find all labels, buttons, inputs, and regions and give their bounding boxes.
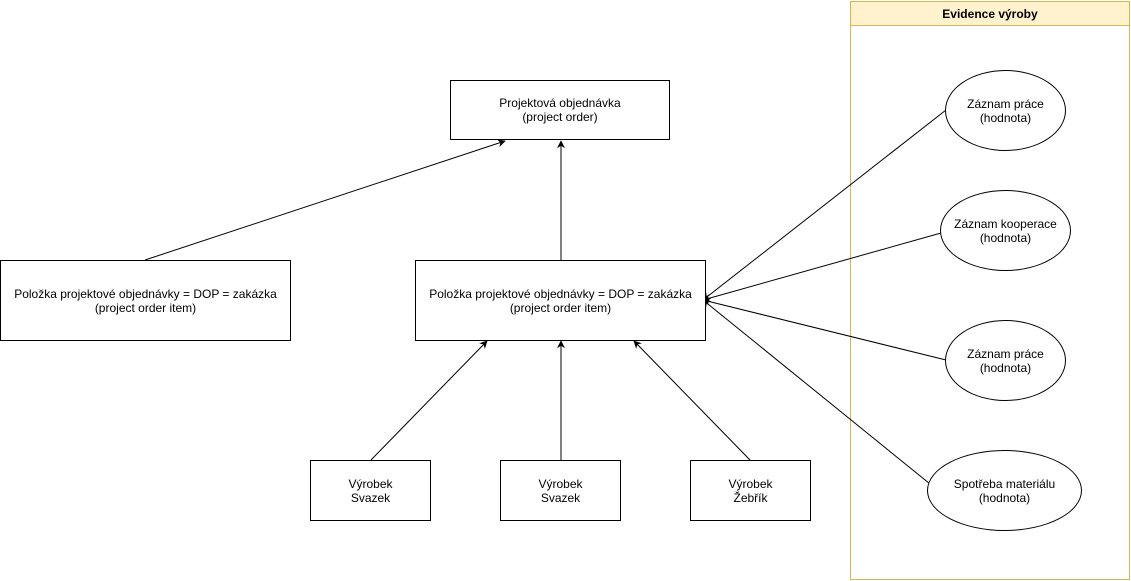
edge-work-record-1-to-center-item[interactable] bbox=[702, 109, 947, 301]
edge-material-consumption-to-center-item[interactable] bbox=[702, 299, 936, 489]
material-consumption-title: Spotřeba materiálu bbox=[953, 476, 1056, 491]
product-2-type: Výrobek bbox=[538, 476, 583, 491]
material-consumption-value: (hodnota) bbox=[978, 490, 1031, 505]
work-record-1-title: Záznam práce bbox=[967, 96, 1044, 111]
product-1-type: Výrobek bbox=[348, 476, 393, 491]
cooperation-record-ellipse[interactable]: Záznam kooperace (hodnota) bbox=[940, 190, 1071, 271]
work-record-1-value: (hodnota) bbox=[979, 110, 1032, 125]
product-1-name: Svazek bbox=[350, 490, 391, 505]
work-record-ellipse-1[interactable]: Záznam práce (hodnota) bbox=[945, 70, 1066, 151]
product-2-name: Svazek bbox=[540, 490, 581, 505]
work-record-2-title: Záznam práce bbox=[967, 346, 1044, 361]
edge-cooperation-record-to-center-item[interactable] bbox=[702, 232, 942, 302]
material-consumption-ellipse[interactable]: Spotřeba materiálu (hodnota) bbox=[927, 450, 1082, 531]
edge-work-record-2-to-center-item[interactable] bbox=[702, 297, 947, 361]
edge-product-3-to-center-item[interactable] bbox=[633, 340, 751, 461]
project-order-box[interactable]: Projektová objednávka (project order) bbox=[450, 80, 670, 140]
project-order-item-left-subtitle: (project order item) bbox=[94, 300, 197, 315]
edge-left-item-to-project-order[interactable] bbox=[144, 139, 506, 261]
work-record-ellipse-2[interactable]: Záznam práce (hodnota) bbox=[945, 320, 1066, 401]
product-3-name: Žebřík bbox=[733, 490, 768, 505]
product-box-2[interactable]: Výrobek Svazek bbox=[500, 460, 621, 521]
pool-title: Evidence výroby bbox=[851, 2, 1129, 26]
project-order-item-left-box[interactable]: Položka projektové objednávky = DOP = za… bbox=[0, 260, 291, 341]
work-record-2-value: (hodnota) bbox=[979, 360, 1032, 375]
cooperation-record-value: (hodnota) bbox=[979, 230, 1032, 245]
cooperation-record-title: Záznam kooperace bbox=[954, 216, 1057, 231]
project-order-item-left-title: Položka projektové objednávky = DOP = za… bbox=[14, 286, 277, 301]
project-order-subtitle: (project order) bbox=[522, 110, 598, 124]
project-order-item-center-subtitle: (project order item) bbox=[509, 300, 612, 315]
edge-product-1-to-center-item[interactable] bbox=[370, 340, 488, 461]
product-box-1[interactable]: Výrobek Svazek bbox=[310, 460, 431, 521]
project-order-item-center-box[interactable]: Položka projektové objednávky = DOP = za… bbox=[415, 260, 706, 341]
project-order-title: Projektová objednávka bbox=[499, 96, 621, 110]
product-3-type: Výrobek bbox=[728, 476, 773, 491]
product-box-3[interactable]: Výrobek Žebřík bbox=[690, 460, 811, 521]
project-order-item-center-title: Položka projektové objednávky = DOP = za… bbox=[429, 286, 692, 301]
